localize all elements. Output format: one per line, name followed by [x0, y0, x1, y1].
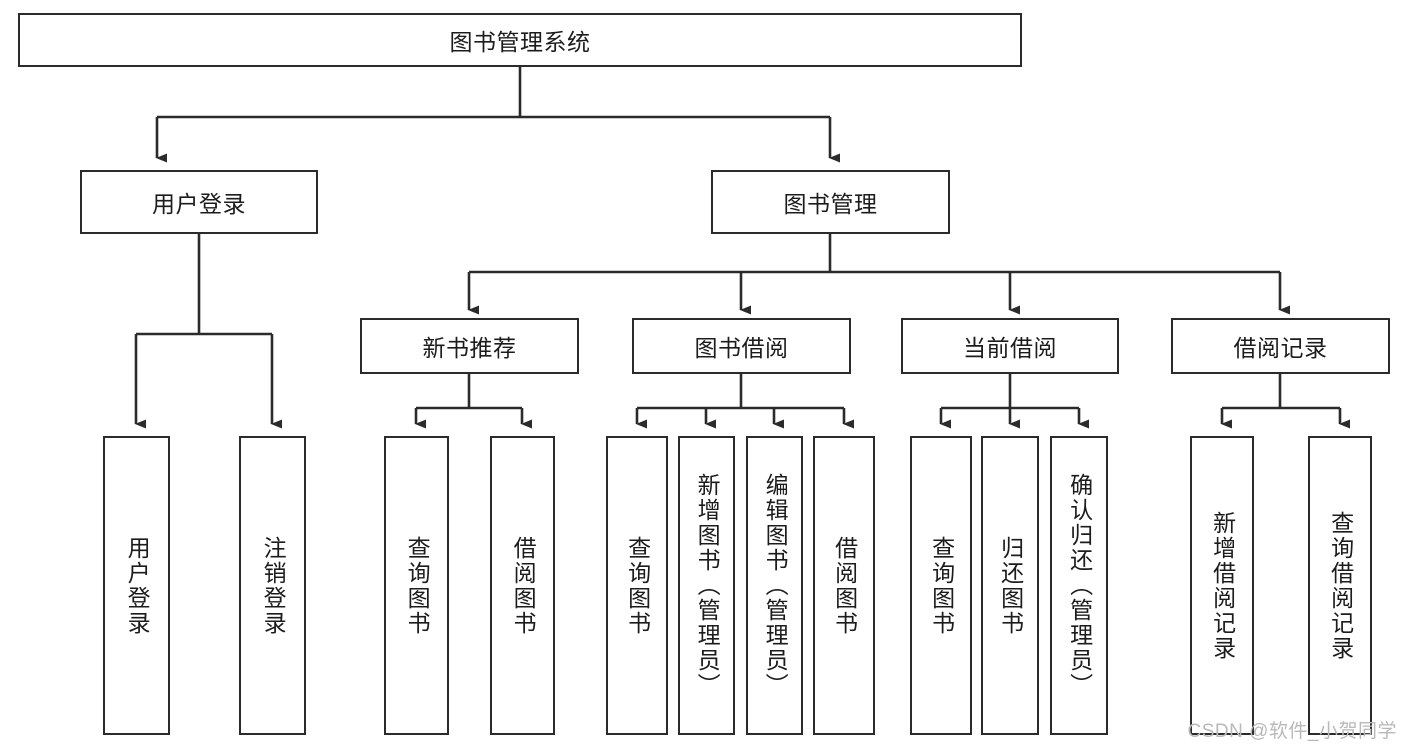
node-leaf-query-book-1-label: 查询图书 [404, 535, 431, 636]
node-leaf-return-book[interactable]: 归还图书 [981, 436, 1039, 735]
node-leaf-return-book-label: 归还图书 [997, 535, 1024, 636]
node-leaf-logout[interactable]: 注销登录 [239, 436, 306, 735]
node-root[interactable]: 图书管理系统 [18, 13, 1022, 67]
node-new-book-recommend[interactable]: 新书推荐 [360, 318, 579, 374]
node-leaf-query-book-2[interactable]: 查询图书 [606, 436, 668, 735]
node-book-management[interactable]: 图书管理 [711, 170, 950, 234]
node-leaf-borrow-book-2-label: 借阅图书 [831, 535, 858, 636]
node-leaf-query-book-1[interactable]: 查询图书 [384, 436, 449, 735]
node-user-login-label: 用户登录 [152, 191, 246, 217]
node-leaf-confirm-return[interactable]: 确认归还（管理员） [1050, 436, 1108, 735]
node-current-borrow-label: 当前借阅 [963, 335, 1057, 361]
node-leaf-edit-book[interactable]: 编辑图书（管理员） [746, 436, 803, 735]
node-leaf-borrow-book-1[interactable]: 借阅图书 [490, 436, 555, 735]
node-leaf-add-book[interactable]: 新增图书（管理员） [678, 436, 735, 735]
node-book-borrow[interactable]: 图书借阅 [632, 318, 851, 374]
node-user-login[interactable]: 用户登录 [80, 170, 318, 234]
node-leaf-add-record[interactable]: 新增借阅记录 [1190, 436, 1254, 735]
node-leaf-query-book-3-label: 查询图书 [928, 535, 955, 636]
node-leaf-user-login-label: 用户登录 [124, 535, 151, 636]
node-leaf-borrow-book-2[interactable]: 借阅图书 [813, 436, 875, 735]
node-borrow-record[interactable]: 借阅记录 [1171, 318, 1390, 374]
node-leaf-confirm-return-label: 确认归还（管理员） [1066, 473, 1093, 698]
node-new-book-recommend-label: 新书推荐 [422, 335, 517, 361]
node-leaf-logout-label: 注销登录 [260, 535, 287, 636]
node-borrow-record-label: 借阅记录 [1233, 335, 1328, 361]
node-current-borrow[interactable]: 当前借阅 [901, 318, 1119, 374]
node-leaf-borrow-book-1-label: 借阅图书 [510, 535, 537, 636]
node-book-management-label: 图书管理 [783, 191, 878, 217]
node-leaf-user-login[interactable]: 用户登录 [103, 436, 170, 735]
node-root-label: 图书管理系统 [449, 29, 591, 55]
node-leaf-query-record[interactable]: 查询借阅记录 [1308, 436, 1372, 735]
node-leaf-add-book-label: 新增图书（管理员） [694, 473, 721, 698]
node-leaf-query-record-label: 查询借阅记录 [1327, 510, 1354, 661]
node-leaf-query-book-2-label: 查询图书 [624, 535, 651, 636]
node-leaf-query-book-3[interactable]: 查询图书 [910, 436, 972, 735]
node-leaf-edit-book-label: 编辑图书（管理员） [762, 473, 789, 698]
node-leaf-add-record-label: 新增借阅记录 [1209, 510, 1236, 661]
node-book-borrow-label: 图书借阅 [694, 335, 789, 361]
watermark-text: CSDN @软件_小贺同学 [1187, 721, 1397, 742]
